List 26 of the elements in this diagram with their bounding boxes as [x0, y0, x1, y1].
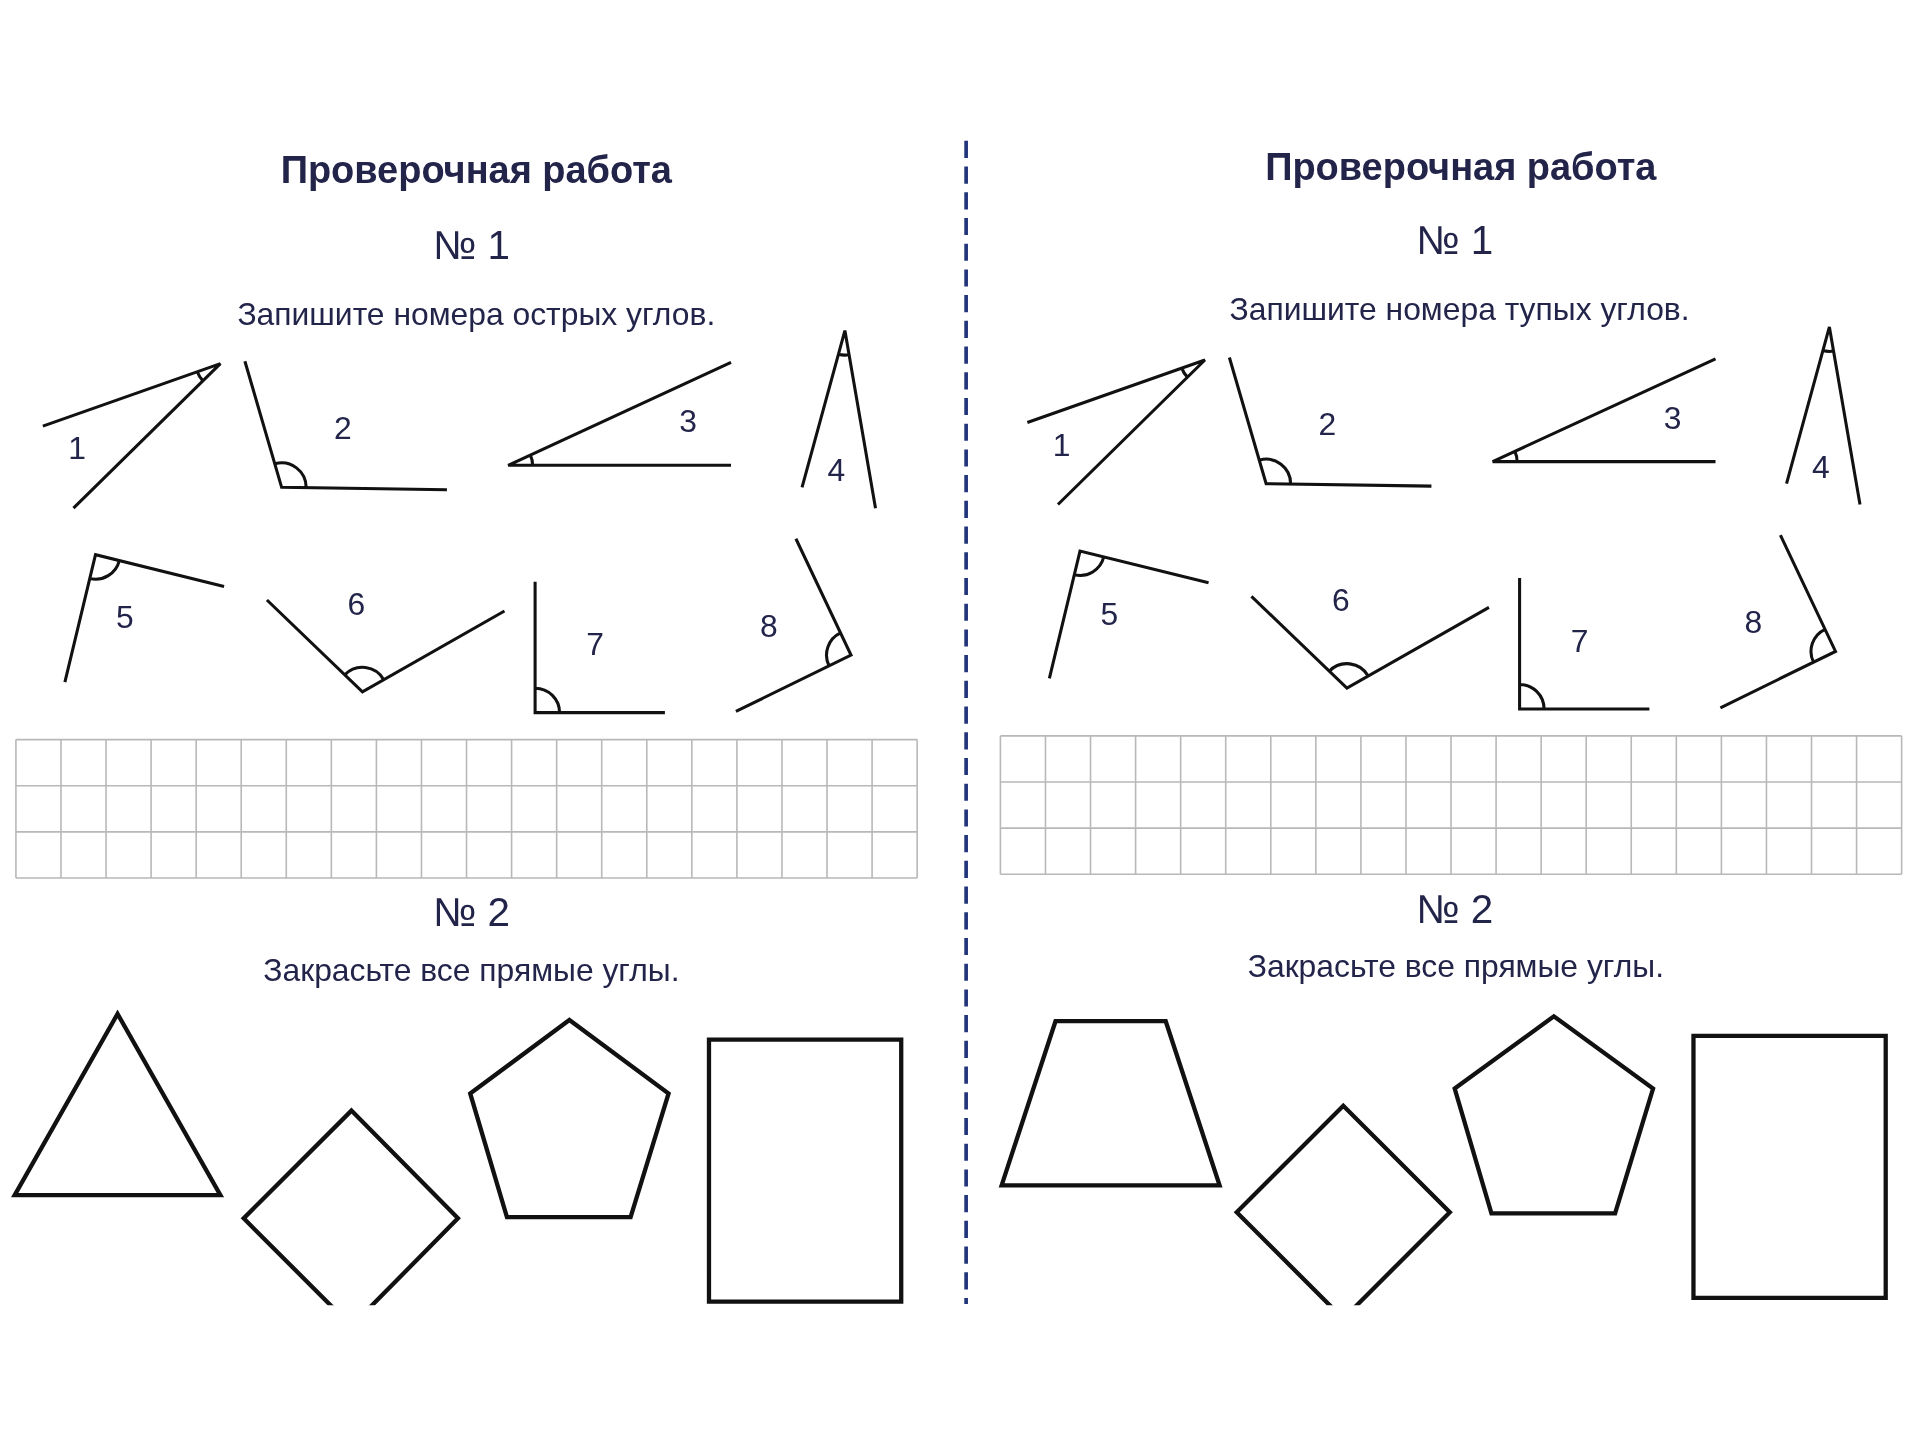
angle-number: 4: [1811, 450, 1830, 486]
angle-number: 4: [827, 453, 846, 489]
instruction-text: Запишите номера тупых углов.: [1229, 292, 1690, 328]
worksheet-title: Проверочная работа: [280, 150, 672, 193]
instruction-text: Запишите номера острых углов.: [237, 297, 716, 333]
angle-number: 3: [679, 404, 697, 440]
task-number: № 2: [1416, 886, 1494, 931]
task-number: № 2: [432, 890, 510, 935]
worksheet-title: Проверочная работа: [1265, 146, 1657, 189]
instruction-text: Закрасьте все прямые углы.: [1247, 949, 1665, 985]
angle-number: 1: [68, 431, 86, 467]
angle-number: 7: [586, 627, 604, 663]
task-number: № 1: [1416, 217, 1494, 263]
angle-number: 1: [1052, 428, 1071, 464]
angle-number: 8: [760, 609, 778, 645]
angle-number: 3: [1663, 401, 1682, 437]
angle-number: 2: [334, 411, 352, 447]
angle-number: 6: [1331, 583, 1350, 619]
angle-number: 6: [347, 587, 366, 623]
angle-number: 5: [1100, 597, 1119, 633]
angle-number: 2: [1318, 407, 1337, 443]
angle-number: 5: [116, 600, 134, 636]
instruction-text: Закрасьте все прямые углы.: [263, 953, 680, 989]
angle-number: 7: [1570, 624, 1589, 660]
angle-number: 8: [1744, 605, 1763, 641]
task-number: № 1: [432, 222, 510, 268]
